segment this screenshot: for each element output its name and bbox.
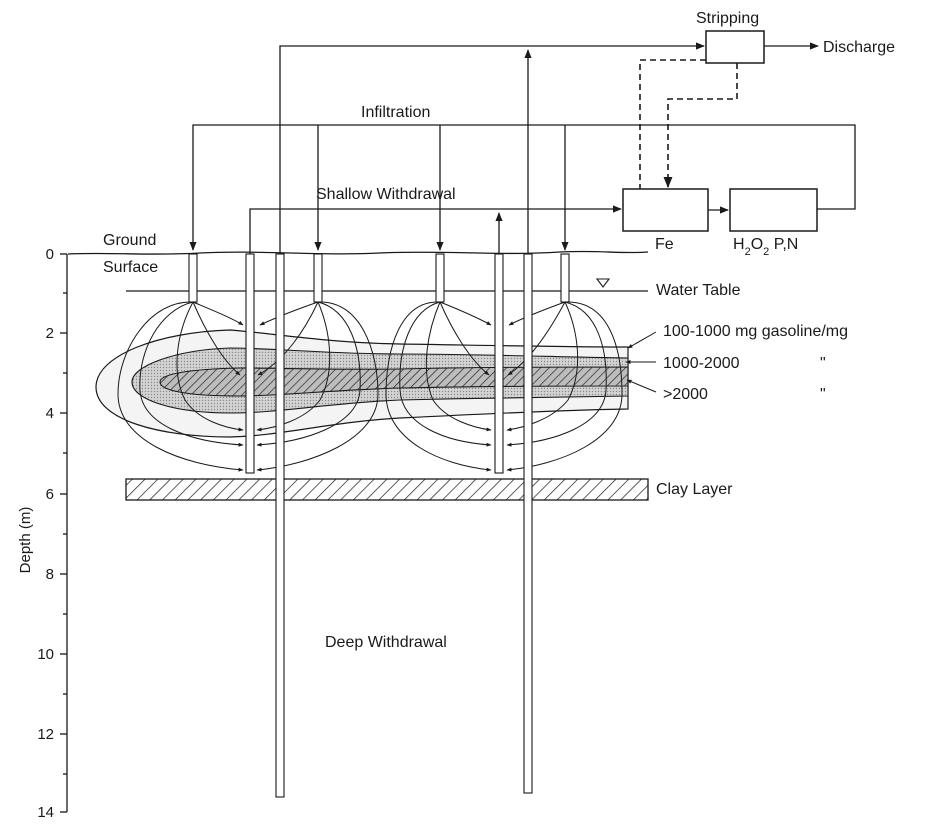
infiltration-wells	[188, 253, 570, 303]
clay-layer-label: Clay Layer	[656, 481, 733, 498]
ditto-mark-2: "	[820, 355, 826, 372]
discharge-label: Discharge	[823, 39, 895, 56]
fe-label: Fe	[655, 236, 674, 253]
surface-label: Surface	[103, 259, 158, 276]
axis-ticks	[60, 253, 67, 813]
nutrient-label: H2O2 P,N	[733, 236, 798, 258]
plume	[95, 329, 629, 438]
deep-withdrawal-label: Deep Withdrawal	[325, 634, 447, 651]
fe-treatment-unit	[622, 188, 709, 232]
stripping-unit	[705, 30, 765, 64]
tick-label-8: 8	[46, 566, 54, 583]
ditto-mark-3: "	[820, 386, 826, 403]
piping	[189, 42, 856, 254]
ground-label: Ground	[103, 232, 156, 249]
stripping-label: Stripping	[696, 10, 759, 27]
water-table-label: Water Table	[656, 282, 741, 299]
tick-label-14: 14	[37, 804, 54, 821]
nutrient-unit	[729, 188, 818, 232]
tick-label-6: 6	[46, 486, 54, 503]
tick-label-4: 4	[46, 405, 54, 422]
water-table-symbol	[595, 278, 611, 288]
tick-label-0: 0	[46, 246, 54, 263]
water-table-line	[126, 278, 648, 292]
concentration-label-3: >2000	[663, 386, 708, 403]
depth-axis: 0 2 4 6 8 10 12 14 Depth (m)	[17, 246, 68, 821]
clay-layer	[125, 478, 649, 501]
axis-title: Depth (m)	[17, 507, 34, 574]
concentration-leaders	[625, 331, 657, 393]
tick-label-12: 12	[37, 726, 54, 743]
deep-wells	[275, 253, 533, 798]
tick-label-10: 10	[37, 646, 54, 663]
infiltration-label: Infiltration	[361, 104, 430, 121]
shallow-withdrawal-label: Shallow Withdrawal	[316, 186, 456, 203]
ground-surface-line	[67, 250, 649, 255]
concentration-label-1: 100-1000 mg gasoline/mg	[663, 323, 848, 340]
tick-label-2: 2	[46, 325, 54, 342]
concentration-label-2: 1000-2000	[663, 355, 740, 372]
